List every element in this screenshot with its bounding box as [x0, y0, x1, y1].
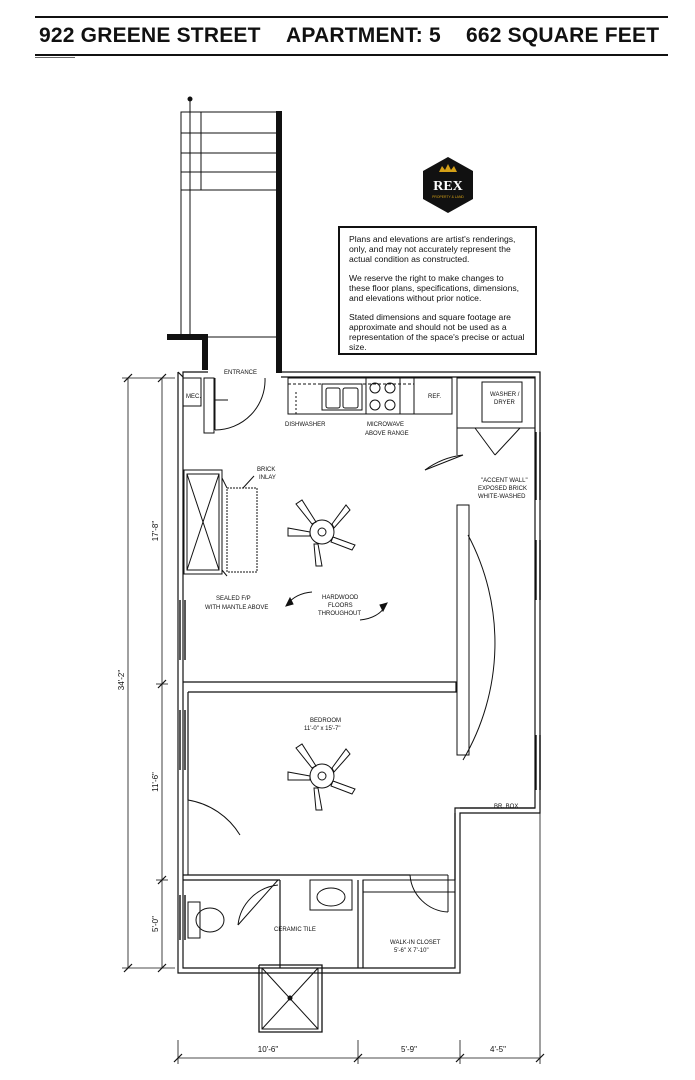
mec-closet [182, 377, 202, 407]
accent-wall-label: "ACCENT WALL" [481, 478, 528, 484]
ceiling-fan-bedroom [287, 743, 356, 811]
bedroom-label: BEDROOM [310, 718, 341, 724]
crown-icon [439, 164, 457, 172]
shower-stall-rectangle [258, 964, 323, 1033]
inlay-label: INLAY [259, 475, 276, 481]
logo-name: REX [433, 179, 463, 194]
dishwasher-label: DISHWASHER [285, 422, 326, 428]
fireplace [183, 469, 258, 577]
rex-logo: REX PROPERTY & LAND [422, 156, 474, 214]
brick-label: BRICK [257, 467, 275, 473]
throughout-label: THROUGHOUT [318, 611, 361, 617]
bath-width-dim: 10'-6" [258, 1045, 279, 1054]
right-width-dim: 4'-5" [490, 1045, 506, 1054]
exterior-stairs [167, 96, 282, 373]
bath-height-dim: 5'-0" [151, 916, 160, 932]
dimension-lines [122, 377, 541, 1064]
disclaimer-paragraph-1: Plans and elevations are artist's render… [349, 234, 516, 264]
kitchen-counter [287, 377, 453, 415]
bathroom-fixtures [187, 879, 353, 939]
bedroom-door [187, 799, 241, 875]
closet-width-dim: 5'-9" [401, 1045, 417, 1054]
ref-label: REF. [428, 394, 441, 400]
windows [179, 432, 541, 940]
address-title: 922 GREENE STREET [39, 24, 261, 47]
ceramic-label: CERAMIC TILE [274, 927, 316, 933]
accent-wall-door [424, 454, 496, 761]
washer-dryer-closet [456, 377, 536, 456]
white-washed-label: WHITE-WASHED [478, 494, 526, 500]
shower-inner [261, 967, 319, 1030]
kitchen-sink [321, 383, 363, 411]
ceiling-fan-living [287, 499, 356, 567]
logo-tagline: PROPERTY & LAND [432, 195, 464, 199]
closet-size-label: 5'-6" X 7'-10" [394, 948, 429, 954]
disclaimer-paragraph-2: We reserve the right to make changes to … [349, 273, 520, 303]
hardwood-label: HARDWOOD [322, 595, 359, 601]
mantle-label: WITH MANTLE ABOVE [205, 605, 268, 611]
area-title: 662 SQUARE FEET [466, 24, 660, 47]
plan-header: 922 GREENE STREET APARTMENT: 5 662 SQUAR… [35, 16, 668, 56]
header-underline [35, 57, 75, 58]
microwave-label-2: ABOVE RANGE [365, 431, 409, 437]
plan-labels: ENTRANCE MEC. DISHWASHER MICROWAVE ABOVE… [186, 370, 528, 954]
exposed-brick-label: EXPOSED BRICK [478, 486, 527, 492]
disclaimer-paragraph-3: Stated dimensions and square footage are… [349, 312, 525, 352]
apartment-title: APARTMENT: 5 [286, 24, 441, 47]
washer-label: WASHER / [490, 392, 520, 398]
entrance-door [203, 377, 266, 434]
mec-label: MEC. [186, 394, 201, 400]
floor-arrows [285, 591, 388, 621]
interior-walls [183, 681, 535, 968]
dryer-label: DRYER [494, 400, 516, 406]
refrigerator [413, 377, 453, 415]
closet-door [409, 874, 449, 913]
bedroom-size-label: 11'-0" x 15'-7" [304, 726, 340, 732]
bedroom-height-dim: 11'-6" [151, 772, 160, 792]
floors-label: FLOORS [328, 603, 353, 609]
range [365, 377, 401, 415]
fireplace-label: SEALED F/P [216, 596, 251, 602]
living-height-dim: 17'-8" [151, 521, 160, 542]
dimension-labels: 34'-2" 17'-8" 11'-6" 5'-0" 10'-6" 5'-9" … [117, 521, 506, 1054]
disclaimer-box: Plans and elevations are artist's render… [338, 226, 537, 355]
bath-door [237, 879, 279, 926]
microwave-label: MICROWAVE [367, 422, 404, 428]
br-box-label: BR. BOX [494, 804, 518, 810]
walk-in-closet-label: WALK-IN CLOSET [390, 940, 441, 946]
entrance-label: ENTRANCE [224, 370, 257, 376]
overall-height-dim: 34'-2" [117, 670, 126, 691]
